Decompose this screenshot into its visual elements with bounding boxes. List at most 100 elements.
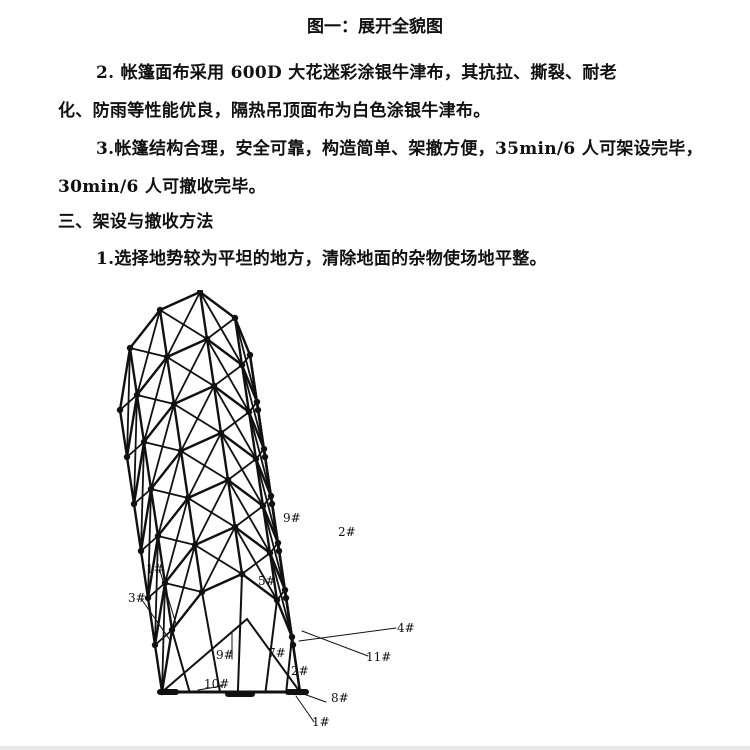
frame-strut	[180, 450, 229, 481]
frame-strut	[262, 505, 286, 591]
frame-strut	[226, 478, 265, 508]
frame-strut	[158, 308, 169, 359]
frame-strut	[219, 431, 230, 482]
frame-joint	[246, 351, 254, 359]
frame-strut	[158, 290, 202, 312]
frame-joint	[266, 549, 274, 557]
frame-strut	[142, 402, 176, 444]
frame-strut	[193, 543, 204, 594]
frame-joint	[198, 588, 206, 596]
part-label-11: 11#	[366, 650, 391, 664]
frame-strut	[156, 534, 167, 585]
frame-strut	[170, 590, 204, 632]
frame-strut	[200, 572, 244, 594]
part-label-1-bottom: 1#	[312, 715, 330, 729]
frame-joint	[177, 447, 185, 455]
frame-joint	[168, 626, 176, 634]
frame-joint	[281, 586, 289, 594]
frame-joint	[273, 596, 281, 604]
frame-joint	[260, 445, 268, 453]
frame-strut	[213, 385, 257, 460]
frame-strut	[240, 572, 279, 602]
frame-joint	[268, 500, 276, 508]
section-heading: 三、架设与撤收方法	[58, 212, 214, 232]
frame-strut	[298, 627, 397, 642]
frame-joint	[161, 579, 169, 587]
tent-frame-svg: 1# 3# 5# 9# 2# 5# 4# 7# 9# 11# 10# 2# 8#…	[116, 290, 415, 729]
part-label-2-upper: 2#	[338, 525, 356, 539]
frame-joint	[274, 539, 282, 547]
frame-joint	[267, 492, 275, 500]
frame-joint	[289, 641, 297, 649]
frame-strut	[140, 535, 159, 552]
part-label-5-lower: 5#	[258, 574, 276, 588]
paragraph-line-1: 2. 帐篷面布采用 600D 大花迷彩涂银牛津布，其抗拉、撕裂、耐老	[96, 63, 617, 83]
frame-joint	[126, 344, 134, 352]
part-label-8: 8#	[331, 691, 349, 705]
frame-strut	[146, 596, 157, 647]
frame-joint	[261, 453, 269, 461]
frame-joint	[231, 523, 239, 531]
part-label-10: 10#	[204, 677, 229, 691]
frame-strut	[212, 384, 223, 435]
frame-strut	[149, 449, 183, 491]
frame-strut	[198, 290, 237, 320]
frame-strut	[159, 309, 208, 340]
frame-strut	[132, 440, 146, 506]
frame-strut	[173, 403, 222, 434]
paragraph-line-2: 化、防雨等性能优良，隔热吊顶面布为白色涂银牛津布。	[58, 101, 491, 121]
frame-strut	[179, 431, 223, 453]
frame-strut	[219, 431, 258, 461]
figure-caption: 图一：展开全貌图	[307, 17, 443, 37]
frame-strut	[128, 346, 139, 397]
frame-joint	[296, 688, 304, 696]
frame-joint	[184, 494, 192, 502]
frame-strut	[172, 384, 216, 406]
frame-strut	[126, 441, 145, 458]
frame-strut	[248, 411, 272, 497]
frame-strut	[172, 402, 183, 453]
frame-strut	[255, 458, 279, 544]
part-label-9-upper: 9#	[283, 511, 301, 525]
frame-strut	[201, 591, 221, 693]
frame-joint	[217, 429, 225, 437]
frame-strut	[205, 337, 216, 388]
frame-joint	[224, 476, 232, 484]
frame-strut	[193, 525, 237, 547]
frame-strut	[125, 393, 139, 459]
frame-joint	[254, 406, 262, 414]
frame-strut	[119, 394, 138, 411]
frame-joints	[116, 290, 304, 696]
frame-strut	[135, 355, 169, 397]
frame-strut	[146, 534, 160, 600]
frame-joint	[156, 306, 164, 314]
frame-joint	[288, 633, 296, 641]
frame-strut	[165, 355, 176, 406]
frame-joint	[191, 541, 199, 549]
tent-frame-diagram: 1# 3# 5# 9# 2# 5# 4# 7# 9# 11# 10# 2# 8#…	[0, 290, 750, 750]
frame-strut	[125, 455, 136, 506]
frame-strut	[129, 347, 168, 358]
frame-strut	[133, 488, 152, 505]
frame-joint	[238, 361, 246, 369]
frame-strut	[150, 488, 189, 499]
frame-strut	[197, 685, 223, 691]
frame-strut	[227, 479, 271, 554]
frame-joint	[170, 400, 178, 408]
frame-strut	[249, 354, 266, 458]
frame-joint	[147, 485, 155, 493]
frame-joint	[116, 406, 124, 414]
frame-joint	[210, 382, 218, 390]
part-label-9-lower: 9#	[216, 648, 234, 662]
frame-strut	[226, 478, 237, 529]
paragraph-line-4: 30min/6 人可撤收完毕。	[58, 177, 266, 197]
frame-strut	[171, 629, 191, 693]
frame-joint	[238, 570, 246, 578]
frame-strut	[166, 356, 215, 387]
frame-strut	[205, 337, 244, 367]
frame-strut	[128, 308, 162, 350]
frame-strut	[246, 618, 301, 693]
frame-strut	[142, 440, 153, 491]
frame-strut	[234, 526, 278, 601]
